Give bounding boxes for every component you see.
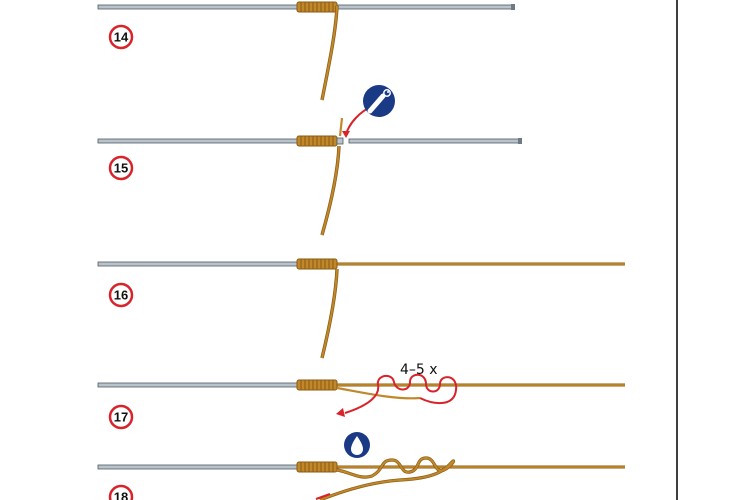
water-drop-icon (344, 432, 370, 458)
step-18: 18 (97, 432, 625, 500)
svg-text:14: 14 (114, 30, 129, 45)
rod (97, 464, 301, 470)
svg-text:16: 16 (114, 288, 128, 303)
rod-right (337, 4, 515, 10)
step-15: 15 (97, 85, 522, 236)
step-16: 16 (97, 258, 625, 359)
tag-end-line (320, 145, 341, 236)
rod-left (97, 4, 301, 10)
line-wraps (296, 258, 338, 270)
scissors-icon (363, 85, 395, 117)
rod-right (348, 138, 522, 144)
rod (97, 382, 301, 388)
tag-end-loop (336, 386, 421, 400)
step-number-badge: 16 (108, 282, 134, 308)
svg-text:15: 15 (114, 161, 128, 176)
repeat-count-label: 4–5 x (400, 362, 438, 378)
step-number-badge: 14 (108, 24, 134, 50)
red-wrap-arrow (344, 373, 458, 414)
line-wraps (296, 461, 338, 473)
line-stub (338, 117, 344, 137)
step-17: 4–5 x 17 (97, 362, 625, 430)
step-number-badge: 18 (108, 484, 134, 500)
red-pull-arrow (315, 493, 331, 500)
rod-end-cap (518, 138, 522, 144)
rod-end-cap (511, 4, 515, 10)
line-wraps (296, 135, 338, 147)
rod-cut-point (336, 137, 344, 145)
step-14: 14 (97, 1, 515, 101)
line-wraps (296, 1, 338, 13)
svg-text:18: 18 (114, 490, 128, 500)
line-wraps (296, 379, 338, 391)
step-number-badge: 15 (108, 155, 134, 181)
step-number-badge: 17 (108, 404, 134, 430)
svg-text:17: 17 (114, 410, 128, 425)
rod-left (97, 138, 301, 144)
rod (97, 261, 301, 267)
